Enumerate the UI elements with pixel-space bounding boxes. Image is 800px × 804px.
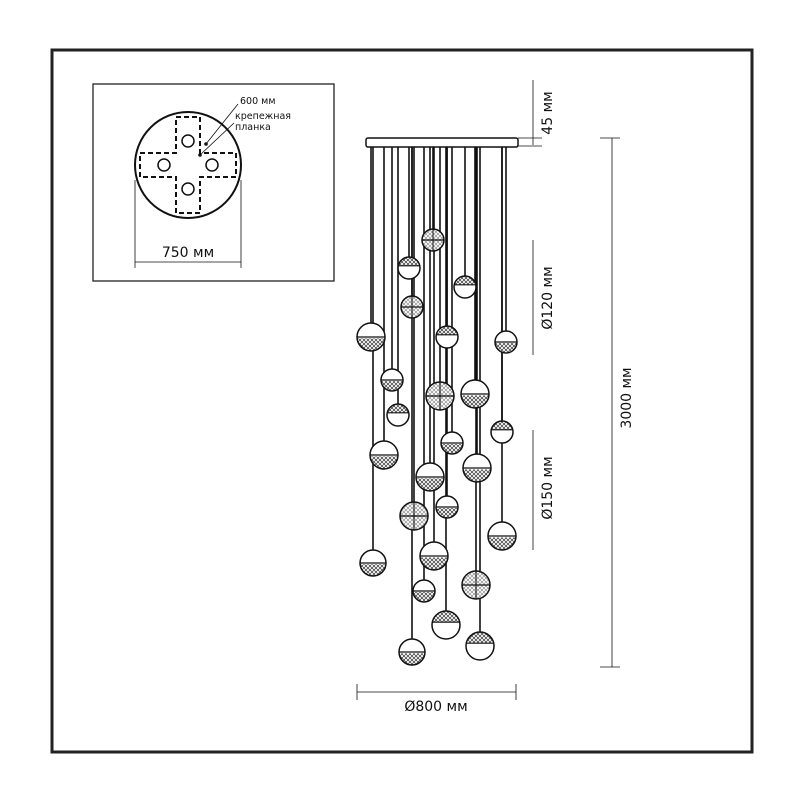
total-height-label: 3000 мм (619, 367, 635, 428)
pendant-sphere (380, 368, 404, 392)
dimension-lines (356, 80, 620, 700)
canopy-height-label: 45 мм (540, 91, 556, 134)
pendant-spheres (356, 228, 518, 666)
pendant-sphere (419, 541, 449, 571)
total-diameter-label: Ø800 мм (404, 699, 467, 715)
pendant-sphere (462, 453, 492, 483)
pendant-sphere (415, 462, 445, 492)
pendant-sphere (494, 330, 518, 354)
pendant-sphere (400, 295, 424, 319)
pendant-sphere (460, 379, 490, 409)
detail-box (92, 83, 335, 282)
pendant-sphere (425, 381, 455, 411)
pendant-sphere (421, 228, 445, 252)
pendant-sphere (386, 403, 410, 427)
pendant-sphere (453, 275, 477, 299)
pendant-sphere (490, 420, 514, 444)
pendant-sphere (431, 610, 461, 640)
mount-label-line1: крепежная (235, 111, 291, 122)
plate-label: 600 мм (240, 96, 276, 107)
mount-label-line2: планка (235, 122, 271, 133)
pendant-sphere (465, 631, 495, 661)
canopy (365, 137, 519, 148)
outer-frame (50, 48, 754, 754)
pendant-sphere (399, 501, 429, 531)
pendant-sphere (397, 256, 421, 280)
plate-diameter-label: 750 мм (162, 245, 214, 261)
pendant-sphere (412, 579, 436, 603)
pendant-sphere (398, 638, 426, 666)
sphere-large-label: Ø150 мм (540, 456, 556, 519)
pendant-sphere (440, 431, 464, 455)
plate-diameter-dimension (134, 180, 242, 268)
mounting-plate-view (134, 103, 242, 219)
pendant-sphere (359, 549, 387, 577)
pendant-sphere (461, 570, 491, 600)
pendant-sphere (369, 440, 399, 470)
sphere-small-label: Ø120 мм (540, 266, 556, 329)
pendant-sphere (435, 495, 459, 519)
pendant-sphere (435, 325, 459, 349)
pendant-sphere (356, 322, 386, 352)
pendant-sphere (487, 521, 517, 551)
